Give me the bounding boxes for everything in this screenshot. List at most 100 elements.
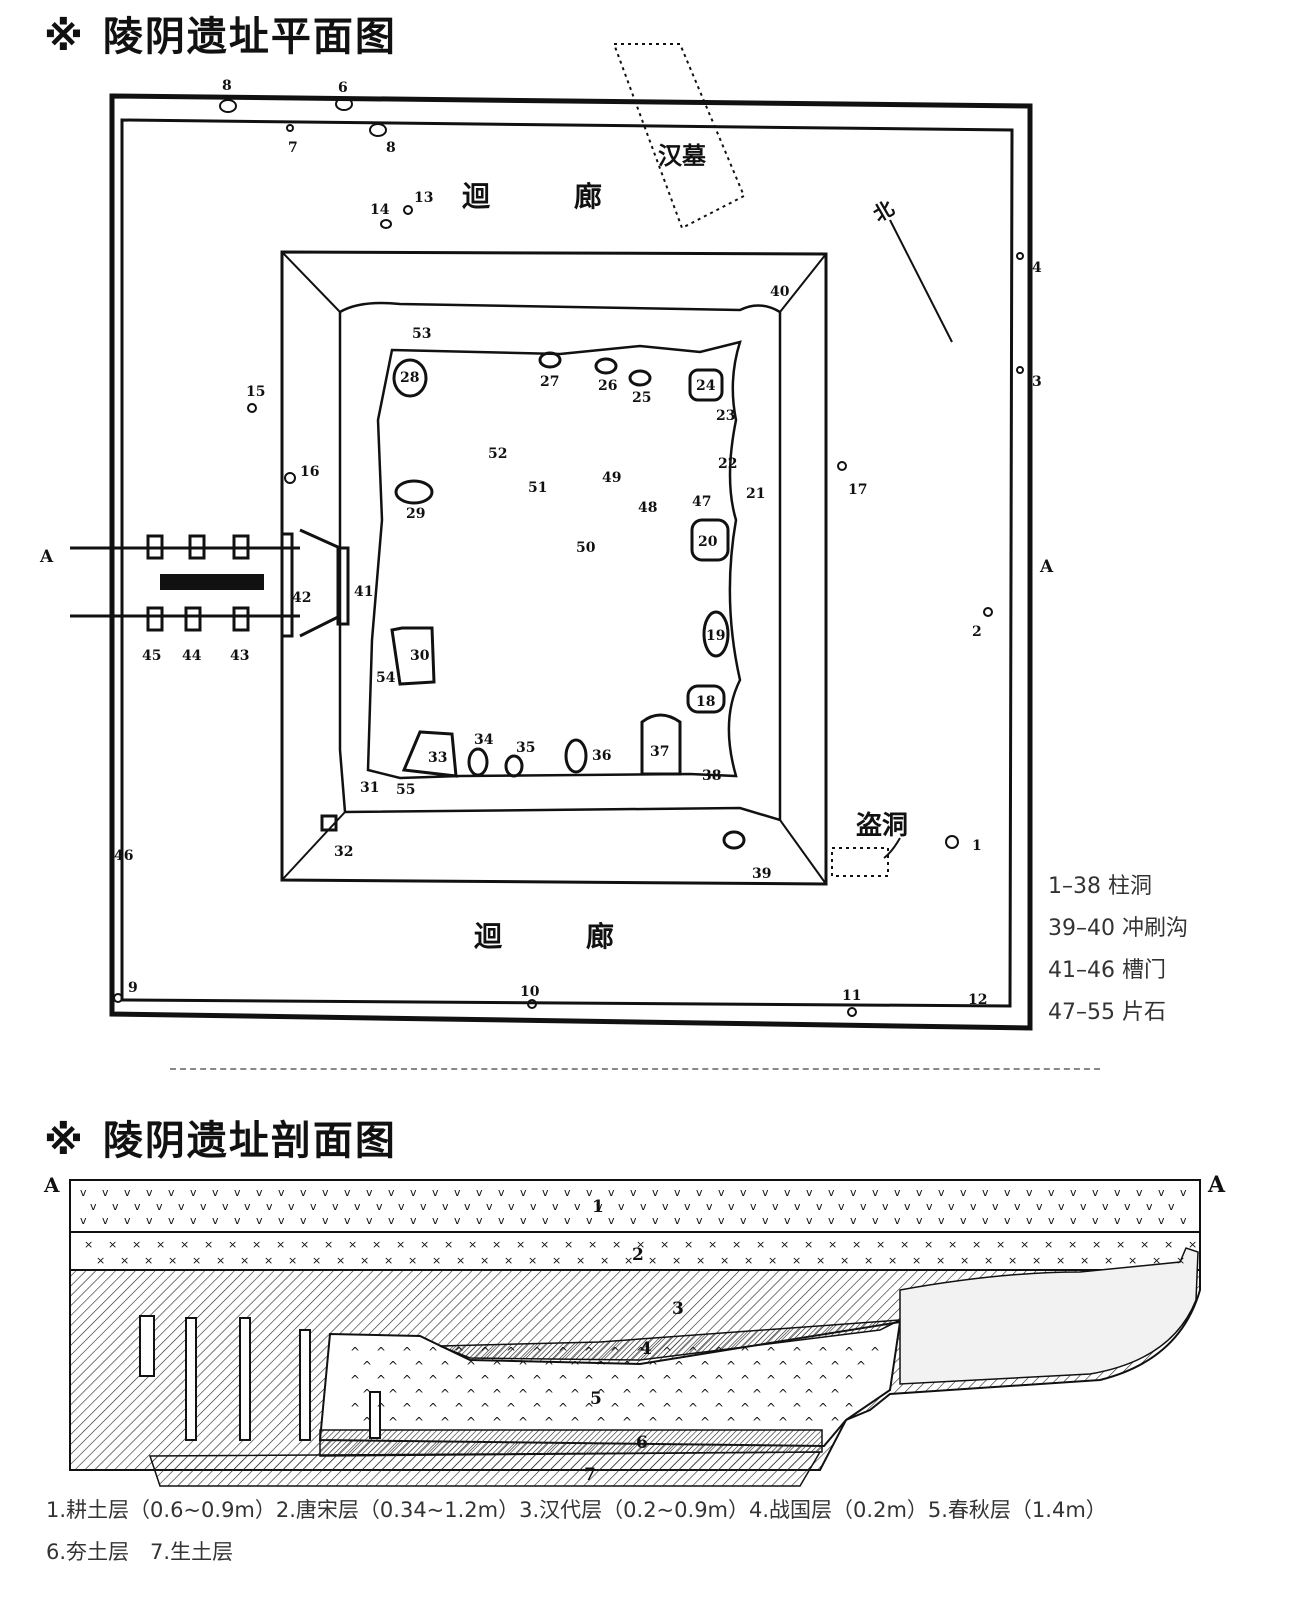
soil-texture-mark: v [1004, 1186, 1011, 1199]
soil-texture-mark: v [310, 1200, 317, 1213]
north-arrow [889, 219, 953, 343]
soil-texture-mark: ^ [714, 1373, 724, 1387]
soil-texture-mark: × [684, 1238, 693, 1251]
feature-number: 40 [770, 284, 790, 300]
soil-texture-mark: v [718, 1186, 725, 1199]
soil-texture-mark: v [1092, 1186, 1099, 1199]
soil-texture-mark: v [1180, 1214, 1187, 1227]
soil-texture-mark: × [1008, 1254, 1017, 1267]
soil-texture-mark: ^ [558, 1401, 568, 1415]
soil-texture-mark: v [454, 1186, 461, 1199]
layer-number: 2 [632, 1245, 644, 1265]
soil-texture-mark: ^ [636, 1345, 646, 1359]
soil-texture-mark: ^ [844, 1345, 854, 1359]
soil-texture-mark: × [528, 1254, 537, 1267]
soil-texture-mark: × [624, 1254, 633, 1267]
soil-texture-mark: ^ [506, 1345, 516, 1359]
soil-texture-mark: ^ [584, 1373, 594, 1387]
feature-number: 34 [474, 732, 494, 748]
soil-texture-mark: v [190, 1186, 197, 1199]
soil-texture-mark: v [432, 1186, 439, 1199]
feature-number: 51 [528, 480, 547, 496]
soil-texture-mark: × [636, 1238, 645, 1251]
soil-texture-mark: ^ [414, 1359, 424, 1373]
feature-number: 2 [972, 624, 982, 640]
soil-texture-mark: v [1158, 1214, 1165, 1227]
soil-texture-mark: ^ [700, 1415, 710, 1429]
entrance-passage [70, 528, 350, 638]
soil-texture-mark: ^ [584, 1345, 594, 1359]
layer-2 [69, 1231, 1201, 1271]
layer-number: 1 [592, 1197, 604, 1217]
soil-texture-mark: v [816, 1200, 823, 1213]
soil-texture-mark: v [960, 1186, 967, 1199]
soil-texture-mark: ^ [518, 1415, 528, 1429]
soil-texture-mark: ^ [558, 1373, 568, 1387]
soil-texture-mark: ^ [688, 1373, 698, 1387]
soil-texture-mark: ^ [428, 1345, 438, 1359]
soil-texture-mark: × [1128, 1254, 1137, 1267]
soil-texture-mark: × [876, 1238, 885, 1251]
soil-texture-mark: ^ [362, 1359, 372, 1373]
soil-texture-mark: v [366, 1186, 373, 1199]
soil-texture-mark: v [1026, 1214, 1033, 1227]
soil-texture-mark: ^ [428, 1373, 438, 1387]
layer-3 [69, 1269, 1201, 1471]
layer-5 [318, 1320, 902, 1448]
soil-texture-mark: × [828, 1238, 837, 1251]
soil-texture-mark: ^ [622, 1387, 632, 1401]
soil-texture-mark: × [696, 1254, 705, 1267]
soil-texture-mark: v [366, 1214, 373, 1227]
soil-texture-mark: ^ [350, 1345, 360, 1359]
corridor-label-bottom: 迴 廊 [474, 920, 614, 953]
soil-texture-mark: v [992, 1200, 999, 1213]
soil-texture-mark: ^ [466, 1415, 476, 1429]
soil-texture-mark: ^ [492, 1415, 502, 1429]
soil-texture-mark: v [102, 1214, 109, 1227]
soil-texture-mark: v [476, 1186, 483, 1199]
soil-texture-mark: × [1032, 1254, 1041, 1267]
feature-number: 22 [718, 456, 737, 472]
soil-texture-mark: × [432, 1254, 441, 1267]
soil-texture-mark: × [156, 1238, 165, 1251]
soil-texture-mark: ^ [376, 1401, 386, 1415]
soil-texture-mark: ^ [532, 1401, 542, 1415]
soil-texture-mark: ^ [570, 1359, 580, 1373]
feature-number: 50 [576, 540, 596, 556]
soil-texture-mark: ^ [844, 1401, 854, 1415]
soil-texture-mark: v [596, 1200, 603, 1213]
soil-texture-mark: v [322, 1186, 329, 1199]
soil-texture-mark: v [1102, 1200, 1109, 1213]
han-tomb-outline [612, 43, 746, 230]
legend-item: 41–46 槽门 [1048, 958, 1166, 983]
soil-texture-mark: v [872, 1214, 879, 1227]
small-holes [113, 97, 1024, 1017]
soil-texture-mark: × [588, 1238, 597, 1251]
soil-texture-mark: v [410, 1186, 417, 1199]
soil-texture-mark: v [552, 1200, 559, 1213]
feature-number: 18 [696, 694, 715, 710]
soil-texture-mark: v [486, 1200, 493, 1213]
soil-texture-mark: v [938, 1214, 945, 1227]
soil-texture-mark: v [300, 1214, 307, 1227]
soil-texture-mark: ^ [740, 1373, 750, 1387]
soil-texture-mark: × [468, 1238, 477, 1251]
corridor-label-top: 迴 廊 [462, 180, 602, 213]
soil-texture-mark: ^ [544, 1415, 554, 1429]
soil-texture-mark: v [1026, 1186, 1033, 1199]
feature-number: 49 [602, 470, 621, 486]
soil-texture-mark: ^ [466, 1359, 476, 1373]
soil-texture-mark: ^ [570, 1387, 580, 1401]
soil-texture-mark: × [648, 1254, 657, 1267]
soil-texture-mark: ^ [830, 1415, 840, 1429]
feature-number: 53 [412, 326, 431, 342]
feature-number: 13 [414, 190, 433, 206]
soil-texture-mark: v [706, 1200, 713, 1213]
feature-number: 23 [716, 408, 735, 424]
soil-texture-mark: ^ [402, 1373, 412, 1387]
soil-texture-mark: × [1056, 1254, 1065, 1267]
soil-texture-mark: × [444, 1238, 453, 1251]
soil-texture-mark: ^ [388, 1415, 398, 1429]
soil-texture-mark: ^ [752, 1415, 762, 1429]
soil-texture-mark: ^ [454, 1401, 464, 1415]
